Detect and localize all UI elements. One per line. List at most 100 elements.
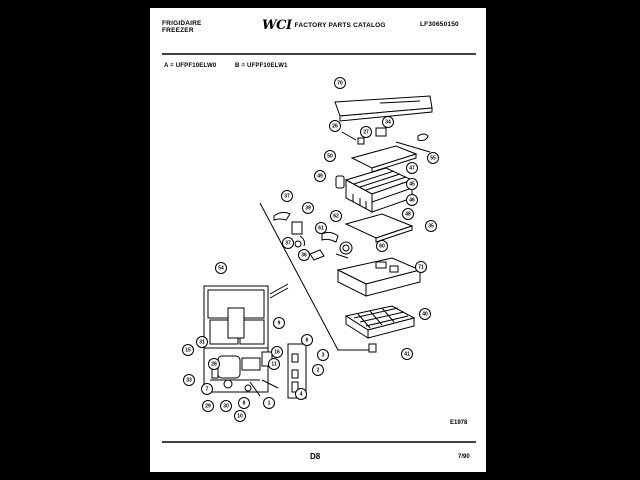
callout-label: 62 <box>333 213 339 219</box>
callout-circle <box>282 237 294 249</box>
callout-54: 54 <box>215 262 227 274</box>
callout-7: 7 <box>201 383 213 395</box>
freezer-cabinet-part <box>203 283 289 349</box>
callout-6: 6 <box>301 334 313 346</box>
callout-circle <box>208 358 220 370</box>
callout-27: 27 <box>360 126 372 138</box>
top-cover-part <box>334 95 433 122</box>
callout-circle <box>312 364 324 376</box>
callout-circle <box>183 374 195 386</box>
callout-36: 36 <box>298 249 310 261</box>
callout-circle <box>182 344 194 356</box>
callout-15: 15 <box>182 344 194 356</box>
callout-45: 45 <box>406 178 418 190</box>
callout-label: 34 <box>385 119 391 125</box>
callout-33: 33 <box>183 374 195 386</box>
callout-label: 6 <box>306 337 309 343</box>
catalog-title: FACTORY PARTS CATALOG <box>294 22 386 29</box>
callout-label: 28 <box>211 361 217 367</box>
ice-bin-part <box>344 167 414 213</box>
callout-circle <box>415 261 427 273</box>
callout-label: 7 <box>206 386 209 392</box>
callout-label: 3 <box>322 352 325 358</box>
exploded-parts-diagram: 7026273455504745494648373962356160373671… <box>162 53 476 443</box>
small-cup-part <box>335 175 345 189</box>
small-block-part <box>368 343 377 353</box>
evaporator-frame-part <box>336 257 422 297</box>
callout-circle <box>401 348 413 360</box>
callout-41: 41 <box>401 348 413 360</box>
callout-31: 31 <box>196 336 208 348</box>
callout-circle <box>427 152 439 164</box>
callout-2: 2 <box>312 364 324 376</box>
callout-55: 55 <box>427 152 439 164</box>
heater-tray-part <box>344 305 416 339</box>
callout-70: 70 <box>334 77 346 89</box>
callout-circle <box>301 334 313 346</box>
callout-16: 16 <box>271 346 283 358</box>
callout-label: 29 <box>205 403 211 409</box>
callout-label: 70 <box>337 80 343 86</box>
callout-label: 61 <box>318 225 324 231</box>
callout-circle <box>234 410 246 422</box>
callout-62: 62 <box>330 210 342 222</box>
parts-catalog-sheet: FRIGIDAIRE FREEZER WCI FACTORY PARTS CAT… <box>150 8 486 472</box>
callout-1: 1 <box>263 397 275 409</box>
callout-circle <box>268 358 280 370</box>
callout-label: 54 <box>218 265 224 271</box>
callout-label: 31 <box>199 339 205 345</box>
callout-circle <box>324 150 336 162</box>
callout-label: 1 <box>268 400 271 406</box>
callout-label: 50 <box>327 153 333 159</box>
callout-circle <box>402 208 414 220</box>
callout-circle <box>315 222 327 234</box>
callout-label: 9 <box>278 320 281 326</box>
callout-48: 48 <box>402 208 414 220</box>
callout-label: 55 <box>430 155 436 161</box>
callout-37: 37 <box>282 237 294 249</box>
callout-label: 60 <box>379 243 385 249</box>
wci-logo: WCI <box>262 18 292 33</box>
model-a: A = UFPF10ELW0 <box>164 63 217 69</box>
callout-label: 48 <box>405 211 411 217</box>
callout-label: 35 <box>428 223 434 229</box>
callout-3: 3 <box>317 349 329 361</box>
base-plate-part <box>344 213 414 243</box>
callout-circle <box>302 202 314 214</box>
callout-circle <box>406 178 418 190</box>
callout-circle <box>382 116 394 128</box>
callout-37: 37 <box>281 190 293 202</box>
callout-label: 8 <box>243 400 246 406</box>
callout-label: 30 <box>223 403 229 409</box>
product-name: FREEZER <box>162 27 194 34</box>
callout-circle <box>425 220 437 232</box>
brand-name: FRIGIDAIRE <box>162 20 202 27</box>
callout-circle <box>376 240 388 252</box>
callout-circle <box>281 190 293 202</box>
callout-group: 7026273455504745494648373962356160373671… <box>182 77 439 422</box>
callout-circle <box>314 170 326 182</box>
machine-compartment-part <box>203 347 279 397</box>
callout-30: 30 <box>220 400 232 412</box>
callout-label: 45 <box>409 181 415 187</box>
callout-8: 8 <box>238 397 250 409</box>
callout-label: 47 <box>409 165 415 171</box>
callout-label: 2 <box>317 367 320 373</box>
callout-50: 50 <box>324 150 336 162</box>
callout-label: 49 <box>317 173 323 179</box>
callout-label: 71 <box>418 264 424 270</box>
callout-60: 60 <box>376 240 388 252</box>
callout-4: 4 <box>295 388 307 400</box>
callout-circle <box>419 308 431 320</box>
callout-28: 28 <box>208 358 220 370</box>
callout-circle <box>295 388 307 400</box>
callout-label: 40 <box>422 311 428 317</box>
callout-9: 9 <box>273 317 285 329</box>
callout-61: 61 <box>315 222 327 234</box>
callout-circle <box>263 397 275 409</box>
callout-34: 34 <box>382 116 394 128</box>
callout-circle <box>273 317 285 329</box>
callout-circle <box>298 249 310 261</box>
callout-circle <box>317 349 329 361</box>
figure-code: E1978 <box>450 420 468 426</box>
